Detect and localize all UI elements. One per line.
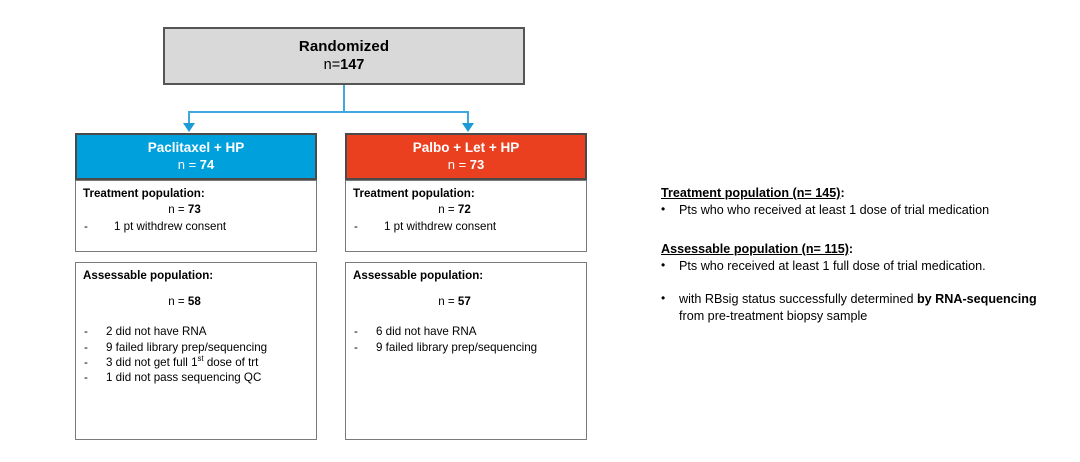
dash-icon: - [84, 356, 88, 370]
assessable-n-label: n = [438, 295, 458, 309]
arm-header-title: Paclitaxel + HP [147, 140, 245, 156]
treatment-n-value: 73 [187, 203, 201, 217]
legend-panel: Treatment population (n= 145): • Pts who… [661, 185, 1061, 326]
legend-assessable-heading: Assessable population (n= 115): [661, 241, 1061, 257]
bullet-icon: • [661, 258, 666, 273]
arm-header-count: n = 74 [178, 157, 215, 173]
legend-assessable-heading-text: Assessable population (n= 115) [661, 241, 849, 256]
list-item-label: with RBsig status successfully determine… [679, 292, 1037, 323]
treatment-n-value: 72 [457, 203, 471, 217]
assessable-n-label: n = [168, 295, 188, 309]
assessable-panel-title: Assessable population: [353, 269, 484, 282]
treatment-panel-count: n = 72 [353, 203, 578, 216]
assessable-bullet-list-left: - 2 did not have RNA - 9 failed library … [83, 324, 308, 385]
randomized-n-label: n= [323, 56, 341, 73]
treatment-panel-right: Treatment population: n = 72 - 1 pt with… [345, 180, 587, 252]
bullet-icon: • [661, 202, 666, 217]
arm-header-n-label: n = [177, 157, 200, 173]
list-item: - 1 pt withdrew consent [353, 219, 578, 234]
dash-icon: - [84, 325, 88, 339]
list-item: - 6 did not have RNA [353, 324, 578, 339]
arm-header-n-value: 74 [199, 157, 215, 173]
dash-icon: - [354, 340, 358, 354]
legend-treatment-heading-text: Treatment population (n= 145) [661, 186, 841, 200]
list-item-label: 1 pt withdrew consent [384, 220, 497, 234]
treatment-panel-title: Treatment population: [353, 187, 475, 200]
dash-icon: - [84, 340, 88, 354]
legend-spacer [661, 221, 1061, 241]
list-item: - 3 did not get full 1st dose of trt [83, 355, 308, 370]
list-item: • Pts who who received at least 1 dose o… [661, 202, 1061, 218]
legend-assessable-heading-colon: : [848, 241, 854, 256]
list-item-label: 6 did not have RNA [376, 325, 477, 339]
arm-header-palbo: Palbo + Let + HP n = 73 [345, 133, 587, 180]
randomized-n-value: 147 [340, 56, 365, 73]
legend-assessable-block: Assessable population (n= 115): • Pts wh… [661, 241, 1061, 324]
treatment-bullet-list-right: - 1 pt withdrew consent [353, 219, 578, 234]
arm-header-n-value: 73 [469, 157, 485, 173]
arm-column-paclitaxel: Paclitaxel + HP n = 74 Treatment populat… [75, 133, 317, 440]
list-item: - 1 pt withdrew consent [83, 219, 308, 234]
list-item: • with RBsig status successfully determi… [661, 291, 1061, 324]
legend-treatment-heading-colon: : [840, 186, 845, 200]
list-item-label: 1 did not pass sequencing QC [106, 371, 262, 385]
connector-vertical-main [343, 85, 345, 113]
dash-icon: - [84, 220, 88, 234]
assessable-n-value: 58 [187, 295, 201, 309]
treatment-n-label: n = [168, 203, 188, 217]
treatment-panel-title: Treatment population: [83, 187, 205, 200]
legend-treatment-heading: Treatment population (n= 145): [661, 185, 1061, 201]
list-item-label: Pts who received at least 1 full dose of… [679, 259, 986, 274]
arm-column-palbo: Palbo + Let + HP n = 73 Treatment popula… [345, 133, 587, 440]
list-item: • Pts who received at least 1 full dose … [661, 258, 1061, 274]
arm-header-title: Palbo + Let + HP [412, 140, 520, 156]
connector-vertical-right [467, 111, 469, 124]
list-item: - 9 failed library prep/sequencing [353, 340, 578, 355]
dash-icon: - [354, 220, 358, 234]
assessable-panel-right: Assessable population: n = 57 - 6 did no… [345, 262, 587, 440]
arrowhead-right-icon [462, 123, 474, 132]
list-item: - 1 did not pass sequencing QC [83, 370, 308, 385]
arm-header-paclitaxel: Paclitaxel + HP n = 74 [75, 133, 317, 180]
list-item-label: 9 failed library prep/sequencing [106, 340, 268, 354]
randomized-title: Randomized [298, 38, 390, 56]
randomized-box: Randomized n=147 [163, 27, 525, 85]
assessable-bullet-list-right: - 6 did not have RNA - 9 failed library … [353, 324, 578, 355]
treatment-panel-left: Treatment population: n = 73 - 1 pt with… [75, 180, 317, 252]
list-item-label: 3 did not get full 1st dose of trt [106, 354, 259, 370]
list-item: - 9 failed library prep/sequencing [83, 340, 308, 355]
list-item: - 2 did not have RNA [83, 324, 308, 339]
connector-horizontal [189, 111, 469, 113]
list-item-label: 1 pt withdrew consent [114, 220, 227, 234]
dash-icon: - [84, 371, 88, 385]
arm-header-count: n = 73 [448, 157, 485, 173]
arm-header-n-label: n = [447, 157, 470, 173]
randomized-count: n=147 [324, 57, 365, 74]
legend-treatment-block: Treatment population (n= 145): • Pts who… [661, 185, 1061, 219]
assessable-panel-left: Assessable population: n = 58 - 2 did no… [75, 262, 317, 440]
assessable-panel-count: n = 58 [83, 295, 308, 308]
assessable-panel-title: Assessable population: [83, 269, 214, 282]
assessable-n-value: 57 [457, 295, 471, 309]
dash-icon: - [354, 325, 358, 339]
list-item-label: 9 failed library prep/sequencing [376, 340, 538, 354]
bullet-icon: • [661, 291, 666, 306]
arrowhead-left-icon [183, 123, 195, 132]
treatment-n-label: n = [438, 203, 458, 217]
list-item-label: Pts who who received at least 1 dose of … [679, 203, 990, 218]
treatment-panel-count: n = 73 [83, 203, 308, 216]
assessable-panel-count: n = 57 [353, 295, 578, 308]
connector-vertical-left [188, 111, 190, 124]
list-item-label: 2 did not have RNA [106, 325, 207, 339]
treatment-bullet-list-left: - 1 pt withdrew consent [83, 219, 308, 234]
